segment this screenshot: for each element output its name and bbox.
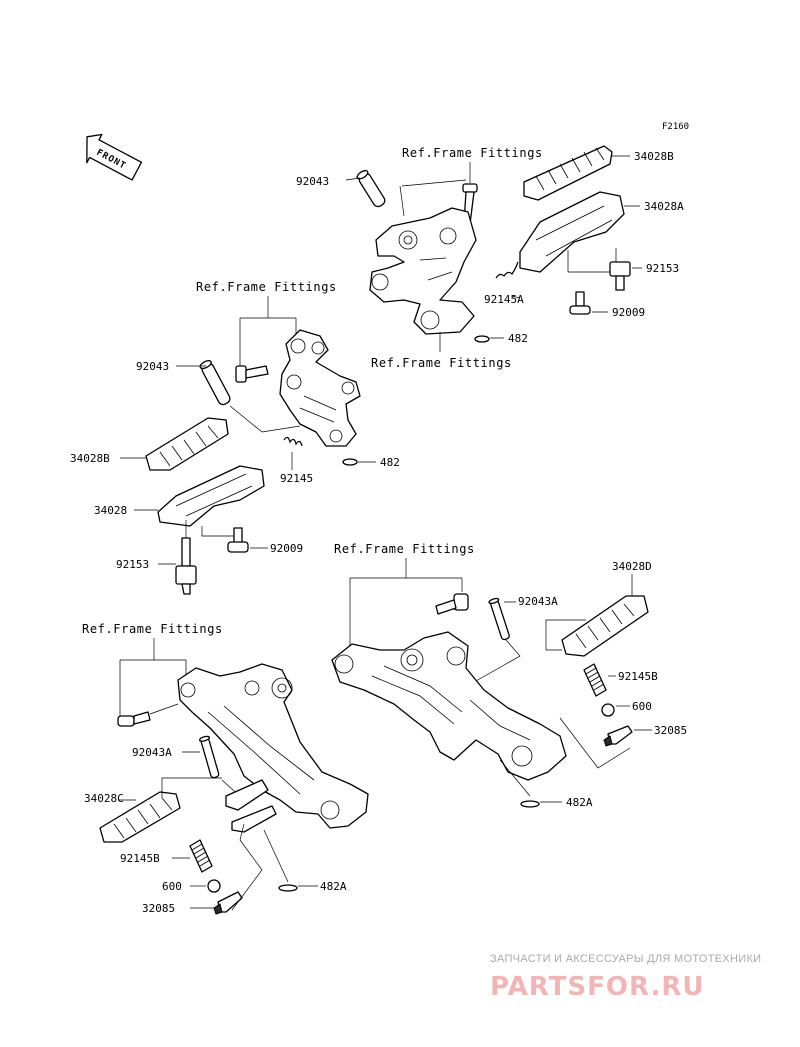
label-92153-top: 92153 xyxy=(646,262,679,275)
footpeg-34028d xyxy=(561,595,649,657)
label-482a-right: 482A xyxy=(566,796,593,809)
spring-92145 xyxy=(283,436,303,447)
holder-bottom-left xyxy=(225,779,269,811)
ball-600-left xyxy=(207,879,221,893)
label-34028b-top: 34028B xyxy=(634,150,674,163)
spring-92145a xyxy=(495,261,519,279)
label-32085-left: 32085 xyxy=(142,902,175,915)
pin-92043a-right xyxy=(488,597,510,641)
spring-92145b-right xyxy=(583,663,607,697)
clip-482a-right xyxy=(520,800,540,808)
watermark-brand: PARTSFOR.RU xyxy=(490,972,704,1002)
pin-92043-top xyxy=(356,170,386,208)
screw-92009-top xyxy=(569,291,591,315)
label-92009-mid: 92009 xyxy=(270,542,303,555)
label-482a-left: 482A xyxy=(320,880,347,893)
label-92043a-right: 92043A xyxy=(518,595,558,608)
spring-92145b-left xyxy=(189,839,213,873)
label-34028c: 34028C xyxy=(84,792,124,805)
bolt-bottom-right xyxy=(435,593,469,615)
label-482-top: 482 xyxy=(508,332,528,345)
figure-code: F2160 xyxy=(662,122,689,132)
footpeg-34028c xyxy=(99,791,181,843)
top-right-assembly: Ref.Frame Fittings Ref.Frame Fittings xyxy=(345,145,642,370)
screw-92009-mid xyxy=(227,527,249,553)
label-34028a: 34028A xyxy=(644,200,684,213)
clip-482-mid xyxy=(342,458,358,466)
ball-600-right xyxy=(601,703,615,717)
holder-34028 xyxy=(157,465,265,527)
bolt-bottom-left xyxy=(117,711,151,727)
footpeg-34028b-top xyxy=(523,145,613,201)
label-32085-right: 32085 xyxy=(654,724,687,737)
pin-92043-mid xyxy=(199,360,231,406)
bracket-top xyxy=(369,207,477,335)
footpeg-34028b-left xyxy=(145,417,229,471)
bolt-92153-mid xyxy=(175,537,197,595)
bottom-right-assembly: Ref.Frame Fittings xyxy=(331,542,652,808)
clip-482-top xyxy=(474,335,490,343)
label-92043-top: 92043 xyxy=(296,175,329,188)
clip-482a-left xyxy=(278,884,298,892)
bottom-left-assembly: Ref.Frame Fittings xyxy=(82,622,369,915)
ref-label-mid: Ref.Frame Fittings xyxy=(196,280,337,294)
label-92009-top: 92009 xyxy=(612,306,645,319)
label-92043a-left: 92043A xyxy=(132,746,172,759)
front-arrow-icon: FRONT xyxy=(86,133,143,181)
middle-left-assembly: Ref.Frame Fittings xyxy=(120,280,376,595)
ref-label-top-b: Ref.Frame Fittings xyxy=(371,356,512,370)
ref-label-top: Ref.Frame Fittings xyxy=(402,146,543,160)
label-34028d: 34028D xyxy=(612,560,652,573)
label-92145b-left: 92145B xyxy=(120,852,160,865)
label-92145: 92145 xyxy=(280,472,313,485)
holder-34028a xyxy=(519,191,625,273)
label-482-mid: 482 xyxy=(380,456,400,469)
label-92043-mid: 92043 xyxy=(136,360,169,373)
label-600-left: 600 xyxy=(162,880,182,893)
bolt-mid xyxy=(235,365,269,383)
label-92153-mid: 92153 xyxy=(116,558,149,571)
label-34028b-left: 34028B xyxy=(70,452,110,465)
bracket-bottom-left xyxy=(177,663,369,829)
bracket-mid xyxy=(279,329,361,447)
plate-32085-left xyxy=(213,891,243,915)
bolt-92153-top xyxy=(609,261,631,291)
bracket-bottom-right xyxy=(331,631,567,781)
watermark-tagline: ЗАПЧАСТИ И АКСЕССУАРЫ ДЛЯ МОТОТЕХНИКИ xyxy=(490,953,761,965)
pin-92043a-left xyxy=(198,735,220,779)
label-92145a: 92145A xyxy=(484,293,524,306)
label-34028: 34028 xyxy=(94,504,127,517)
ref-label-bottom-right: Ref.Frame Fittings xyxy=(334,542,475,556)
label-600-right: 600 xyxy=(632,700,652,713)
ref-label-bottom-left: Ref.Frame Fittings xyxy=(82,622,223,636)
label-92145b-right: 92145B xyxy=(618,670,658,683)
plate-32085-right xyxy=(603,725,633,747)
